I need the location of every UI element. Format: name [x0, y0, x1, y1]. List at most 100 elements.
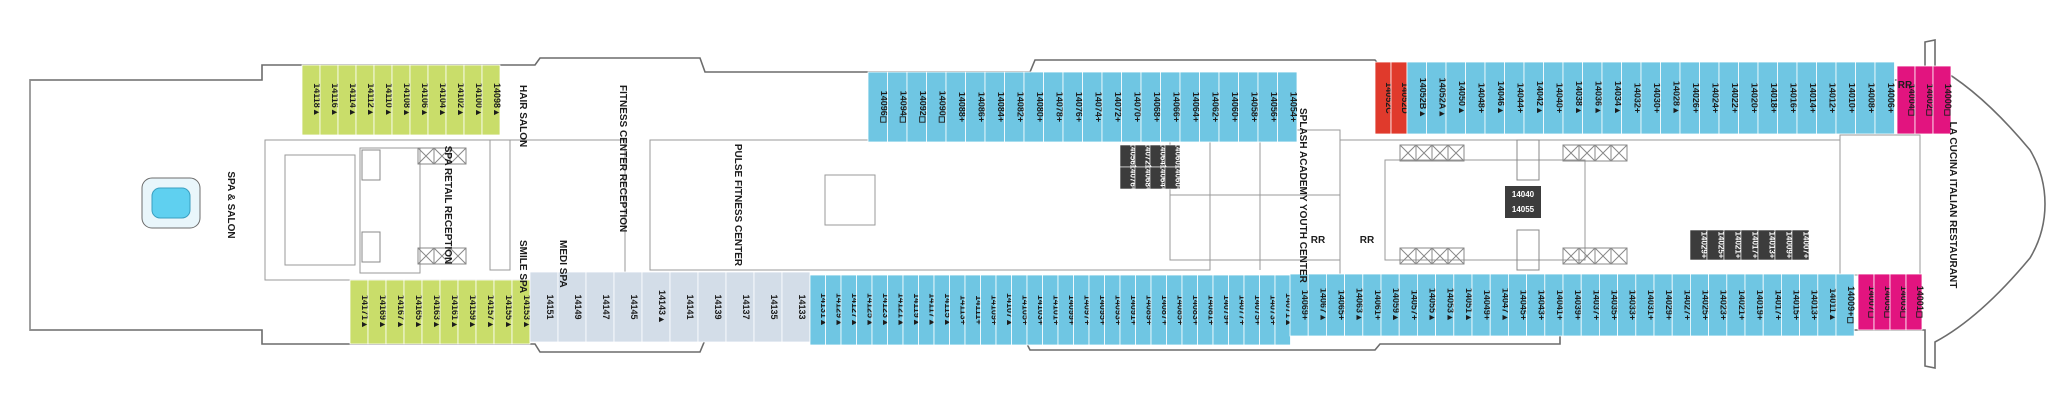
- cabin-number: 14090◻: [937, 91, 947, 124]
- cabin-number: 14159▲: [468, 295, 478, 329]
- elevator-cross: [1562, 144, 1580, 162]
- cabin-number: 14022+: [1730, 83, 1740, 113]
- dark-cabin-number: 14029+: [1700, 232, 1709, 259]
- cabin-number: 14161▲: [450, 295, 460, 329]
- cabin-number: 14157▲: [486, 295, 496, 329]
- cabin-number: 14020+: [1749, 83, 1759, 113]
- cabin-number: 14119▲: [912, 293, 922, 326]
- elevator-box: [1447, 247, 1465, 265]
- cabin-number: 14039+: [1573, 290, 1583, 320]
- cabin-number: 14092◻: [918, 91, 928, 124]
- elevator-cross: [433, 147, 451, 165]
- cabin-number: 14094◻: [898, 91, 908, 124]
- cabin-number: 14048+: [1476, 83, 1486, 113]
- cabin-cell[interactable]: [1277, 71, 1298, 143]
- cabin-cell[interactable]: [669, 271, 699, 343]
- cabin-number: 14131▲: [819, 293, 829, 327]
- cabin-number: 14019+: [1755, 290, 1765, 320]
- cabin-number: 14061+: [1373, 290, 1383, 320]
- cabin-cell[interactable]: [697, 271, 727, 343]
- cabin-number: 14106▲: [420, 83, 430, 117]
- cabin-cell[interactable]: [753, 271, 783, 343]
- area-labels: SPA & SALON HAIR SALON FITNESS CENTER RE…: [225, 80, 1958, 293]
- cabin-number: 14045+: [1519, 290, 1529, 320]
- restroom-label-1: RR: [1311, 235, 1326, 246]
- cabin-number: 14028▲: [1671, 81, 1681, 115]
- cabin-number: 14054+: [1288, 92, 1298, 122]
- cabin-number: 14097+: [1082, 295, 1092, 325]
- cabin-number: 14046▲: [1496, 81, 1506, 115]
- cabin-number: 14077+: [1237, 295, 1247, 325]
- cabin-number: 14111+: [974, 295, 984, 324]
- cabin-cell[interactable]: [1905, 273, 1923, 331]
- cabin-number: 14073+: [1268, 295, 1278, 325]
- cabin-number: 14084+: [996, 92, 1006, 122]
- cabin-number: 14030+: [1652, 83, 1662, 113]
- elevator-label-2: 14055: [1512, 205, 1535, 214]
- stairs: [361, 139, 1540, 271]
- cabin-number: 14057+: [1409, 290, 1419, 320]
- cabin-number: 14129▲: [834, 293, 844, 327]
- cabin-cell[interactable]: [1835, 273, 1855, 337]
- dark-cabin-cell[interactable]: [1791, 229, 1810, 261]
- cabin-cell[interactable]: [481, 64, 501, 136]
- cabin-cell[interactable]: [529, 271, 559, 343]
- cabin-number: 14047▲: [1500, 288, 1510, 322]
- elevator-box: [1610, 247, 1628, 265]
- cabin-number: 14171▲: [360, 295, 370, 329]
- cabin-cell[interactable]: [1932, 65, 1952, 135]
- cabin-number: 14051▲: [1464, 288, 1474, 322]
- cabin-number: 14010+: [1847, 83, 1857, 113]
- cabin-number: 14102▲: [456, 83, 466, 117]
- cabin-number: 14009+◻: [1846, 286, 1856, 324]
- cabin-number: 14139: [713, 294, 723, 319]
- cabin-number: 14165▲: [414, 295, 424, 329]
- elevator-label-1: 14040: [1512, 190, 1535, 199]
- cabin-number: 14107▲: [1005, 293, 1015, 327]
- cabin-number: 14006+: [1886, 83, 1896, 113]
- elevator-cross: [1399, 247, 1417, 265]
- cabin-number: 14125▲: [865, 293, 875, 327]
- dark-cabin-number: 14076+: [1129, 165, 1138, 192]
- cabin-number: 14118▲: [312, 83, 322, 116]
- cabin-cell[interactable]: [557, 271, 587, 343]
- cabin-number: 14088+: [957, 92, 967, 122]
- cabin-number: 14017+: [1773, 290, 1783, 320]
- cabin-number: 14113+: [958, 295, 968, 325]
- elevator-box: [1610, 144, 1628, 162]
- cabin-number: 14127▲: [850, 293, 860, 327]
- cabin-number: 14065+: [1337, 290, 1347, 320]
- elevator-cross: [1594, 144, 1612, 162]
- cabin-number: 14141: [685, 294, 695, 319]
- cabin-number: 14034▲: [1613, 81, 1623, 115]
- dark-cabin-number: 14017+: [1751, 232, 1760, 259]
- elevator-cross: [1594, 247, 1612, 265]
- medi-spa-label: MEDI SPA: [557, 240, 568, 288]
- cabin-number: 14015+: [1792, 290, 1802, 320]
- cabin-number: 14056+: [1269, 92, 1279, 122]
- spa-retail-label: SPA RETAIL RECEPTION: [442, 146, 453, 265]
- elevator-cross: [417, 147, 435, 165]
- cabin-number: 14070+: [1132, 92, 1142, 122]
- cabin-number: 14012+: [1827, 83, 1837, 113]
- cabin-number: 14007◻: [1867, 286, 1877, 319]
- cabin-cell[interactable]: [613, 271, 643, 343]
- dark-cabin-number: 14025+: [1717, 232, 1726, 259]
- cabin-number: 14032+: [1632, 83, 1642, 113]
- dark-cabin-number: 14056+: [1129, 143, 1138, 170]
- cabin-number: 14145: [629, 294, 639, 319]
- cabin-number: 14050▲: [1457, 81, 1467, 115]
- la-cucina-label: LA CUCINA ITALIAN RESTAURANT: [1947, 122, 1958, 289]
- dark-cabin-number: 14009+: [1785, 232, 1794, 259]
- cabin-number: 14086+: [976, 92, 986, 122]
- cabin-number: 14117▲: [927, 293, 937, 326]
- cabin-number: 14035+: [1610, 290, 1620, 320]
- cabin-cell[interactable]: [1874, 61, 1895, 135]
- cabin-number: 14151: [545, 294, 555, 319]
- elevators: [417, 144, 1628, 265]
- cabin-cell[interactable]: [585, 271, 615, 343]
- cabin-cell[interactable]: [725, 271, 755, 343]
- dark-cabin-cell[interactable]: [1164, 166, 1181, 190]
- cabin-cell[interactable]: [781, 271, 811, 343]
- cabin-number: 14037+: [1591, 290, 1601, 320]
